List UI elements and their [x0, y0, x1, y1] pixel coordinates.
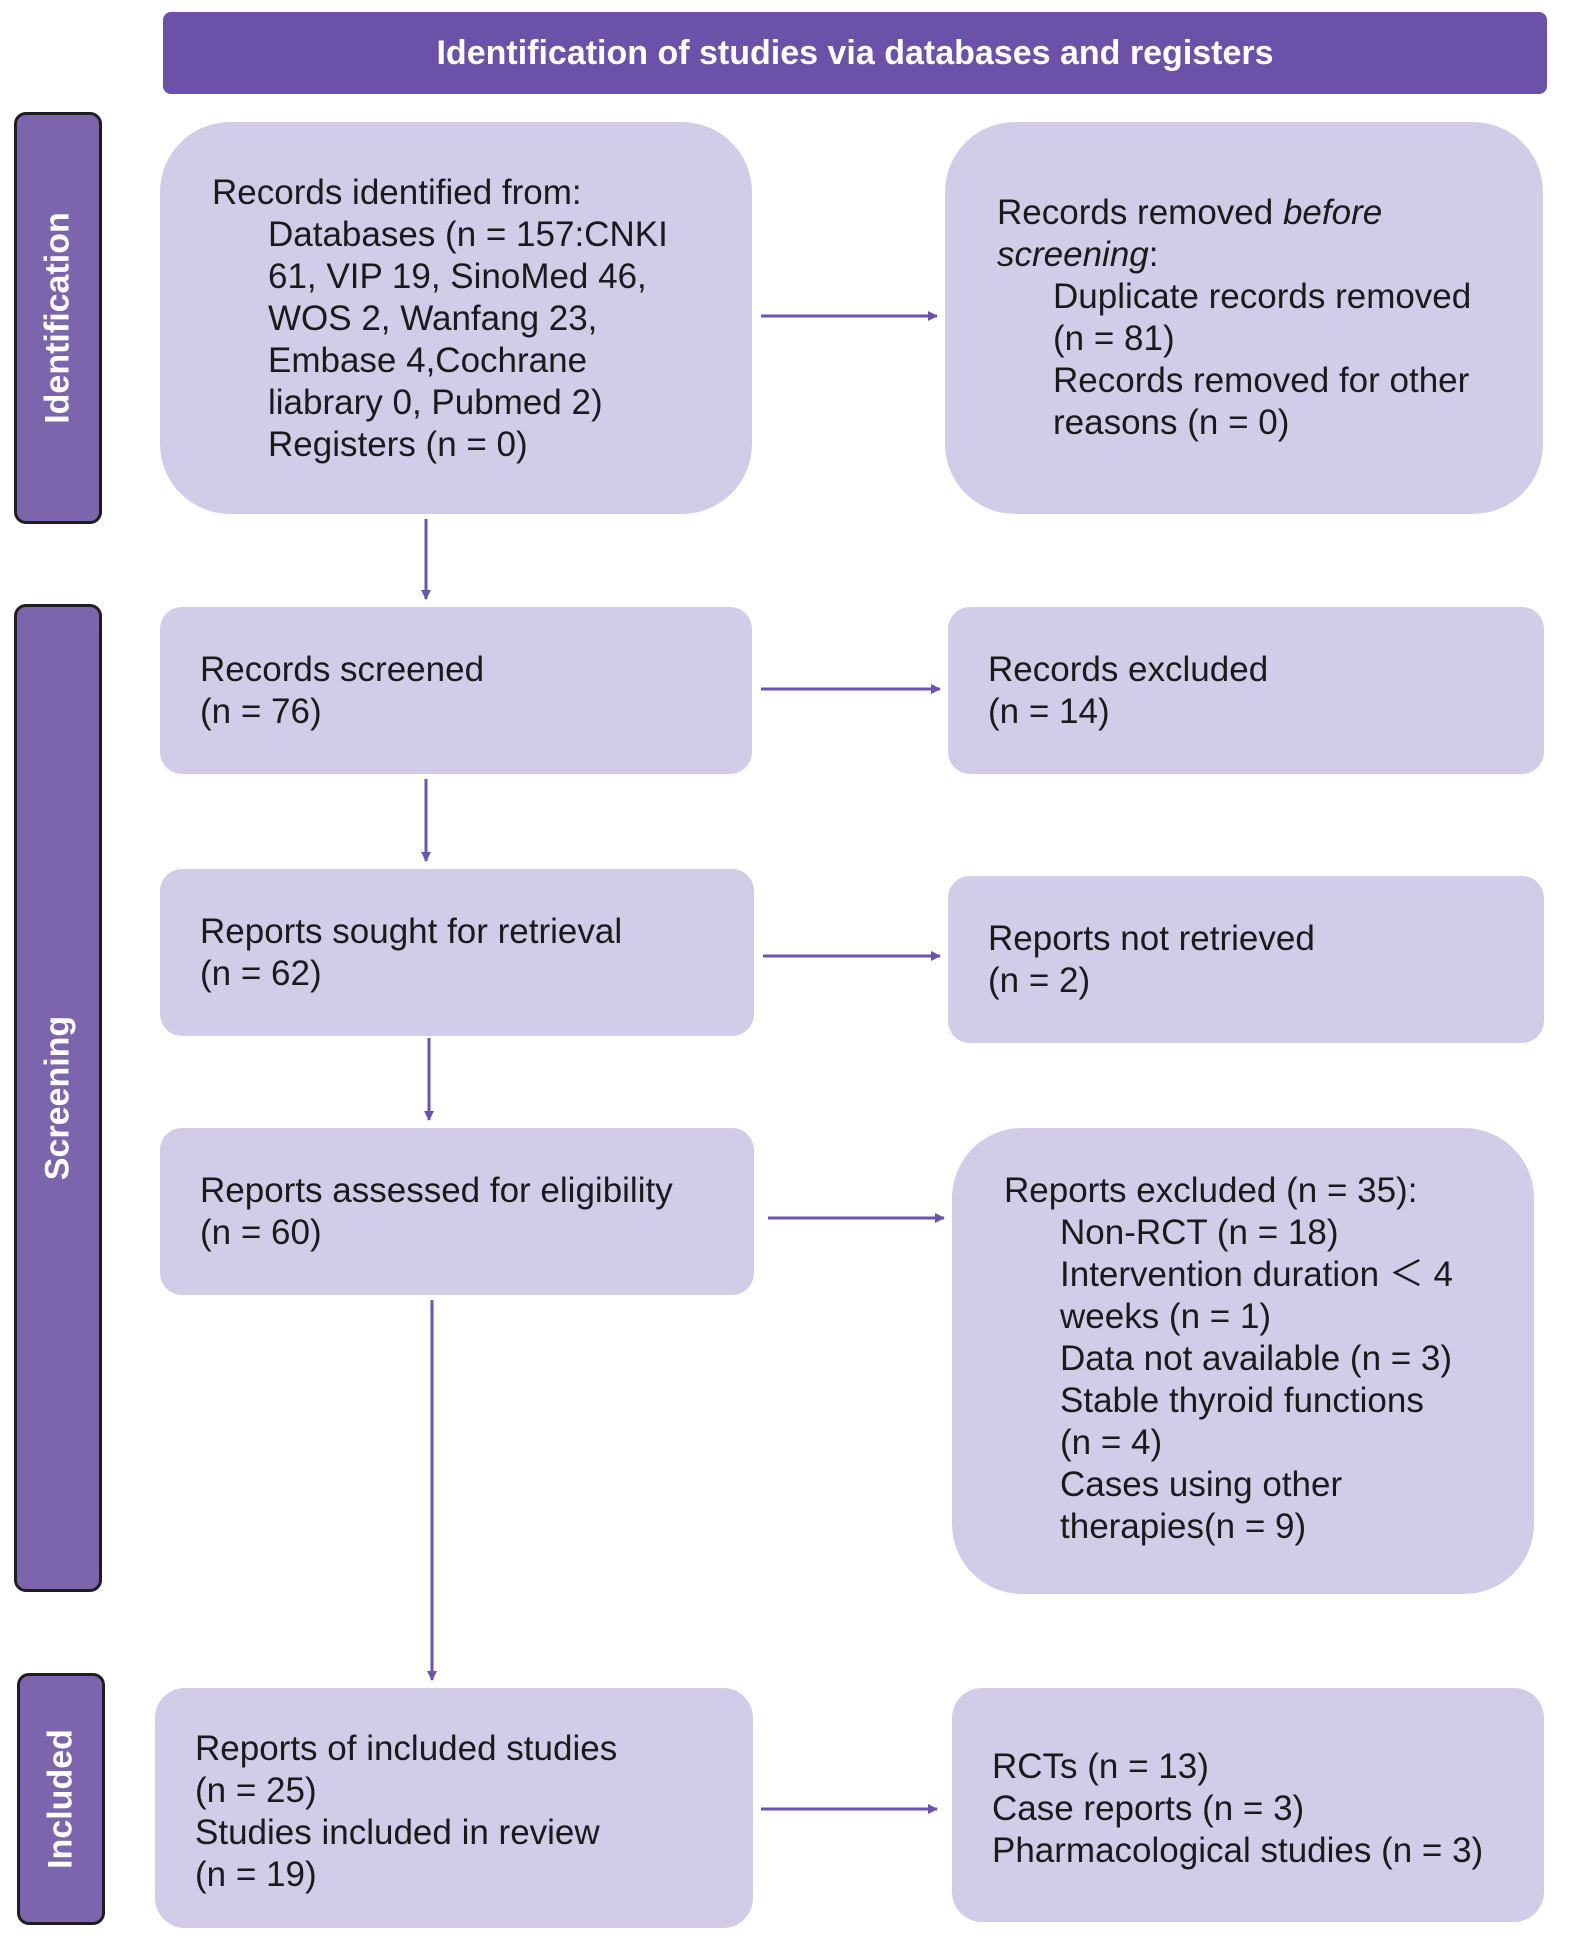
reports-excluded-duration: Intervention duration ＜ 4 — [1060, 1255, 1454, 1294]
records-identified-registers: Registers (n = 0) — [268, 425, 528, 464]
records-identified-box: Records identified from: Databases (n = … — [160, 122, 752, 514]
records-screened-box: Records screened (n = 76) — [160, 607, 752, 774]
records-screened-label: Records screened — [200, 650, 485, 689]
included-pharmacological: Pharmacological studies (n = 3) — [992, 1831, 1484, 1870]
records-removed-heading-text: Records removed — [997, 193, 1283, 232]
records-excluded-count: (n = 14) — [988, 692, 1110, 731]
reports-excluded-non-rct: Non-RCT (n = 18) — [1060, 1213, 1339, 1252]
phase-included: Included — [17, 1673, 105, 1925]
included-reports-count: (n = 25) — [195, 1771, 317, 1810]
records-identified-line-4: Embase 4,Cochrane — [268, 341, 588, 380]
reports-assessed-label: Reports assessed for eligibility — [200, 1171, 673, 1210]
reports-excluded-box: Reports excluded (n = 35): Non-RCT (n = … — [952, 1128, 1534, 1594]
records-screened-count: (n = 76) — [200, 692, 322, 731]
reports-excluded-other: Cases using other — [1060, 1465, 1343, 1504]
records-removed-heading-colon: : — [1148, 235, 1159, 274]
phase-identification: Identification — [14, 112, 102, 524]
reports-assessed-count: (n = 60) — [200, 1213, 322, 1252]
records-removed-duplicates: Duplicate records removed — [1053, 277, 1472, 316]
reports-excluded-data: Data not available (n = 3) — [1060, 1339, 1453, 1378]
records-removed-heading-before: before — [1282, 193, 1383, 232]
records-identified-line-2: 61, VIP 19, SinoMed 46, — [268, 257, 647, 296]
reports-excluded-thyroid-count: (n = 4) — [1060, 1423, 1163, 1462]
records-identified-line-3: WOS 2, Wanfang 23, — [268, 299, 598, 338]
reports-sought-count: (n = 62) — [200, 954, 322, 993]
records-removed-heading-2: screening: — [997, 234, 1523, 276]
reports-excluded-other-count: therapies(n = 9) — [1060, 1507, 1307, 1546]
phase-screening: Screening — [14, 604, 102, 1592]
reports-not-retrieved-label: Reports not retrieved — [988, 919, 1315, 958]
reports-not-retrieved-box: Reports not retrieved (n = 2) — [948, 876, 1544, 1043]
reports-excluded-thyroid: Stable thyroid functions — [1060, 1381, 1424, 1420]
reports-assessed-box: Reports assessed for eligibility (n = 60… — [160, 1128, 754, 1295]
records-removed-other: Records removed for other — [1053, 361, 1470, 400]
included-case-reports: Case reports (n = 3) — [992, 1789, 1305, 1828]
included-rcts: RCTs (n = 13) — [992, 1747, 1209, 1786]
included-reports-box: Reports of included studies (n = 25) Stu… — [155, 1688, 753, 1928]
reports-excluded-heading: Reports excluded (n = 35): — [1004, 1171, 1418, 1210]
reports-sought-box: Reports sought for retrieval (n = 62) — [160, 869, 754, 1036]
included-breakdown-box: RCTs (n = 13) Case reports (n = 3) Pharm… — [952, 1688, 1544, 1922]
records-removed-duplicates-count: (n = 81) — [1053, 319, 1175, 358]
reports-excluded-duration-count: weeks (n = 1) — [1060, 1297, 1272, 1336]
records-identified-line-5: liabrary 0, Pubmed 2) — [268, 383, 603, 422]
included-studies-label: Studies included in review — [195, 1813, 600, 1852]
included-reports-label: Reports of included studies — [195, 1729, 618, 1768]
included-studies-count: (n = 19) — [195, 1855, 317, 1894]
records-removed-heading: Records removed before — [997, 192, 1523, 234]
records-removed-other-count: reasons (n = 0) — [1053, 403, 1290, 442]
records-identified-heading: Records identified from: — [212, 173, 582, 212]
section-header: Identification of studies via databases … — [163, 12, 1547, 94]
records-removed-heading-screening: screening — [997, 235, 1149, 274]
reports-sought-label: Reports sought for retrieval — [200, 912, 623, 951]
records-removed-box: Records removed before screening: Duplic… — [945, 122, 1543, 514]
reports-not-retrieved-count: (n = 2) — [988, 961, 1091, 1000]
records-excluded-box: Records excluded (n = 14) — [948, 607, 1544, 774]
section-header-title: Identification of studies via databases … — [436, 33, 1274, 72]
records-identified-databases: Databases (n = 157:CNKI — [268, 215, 668, 254]
records-excluded-label: Records excluded — [988, 650, 1269, 689]
